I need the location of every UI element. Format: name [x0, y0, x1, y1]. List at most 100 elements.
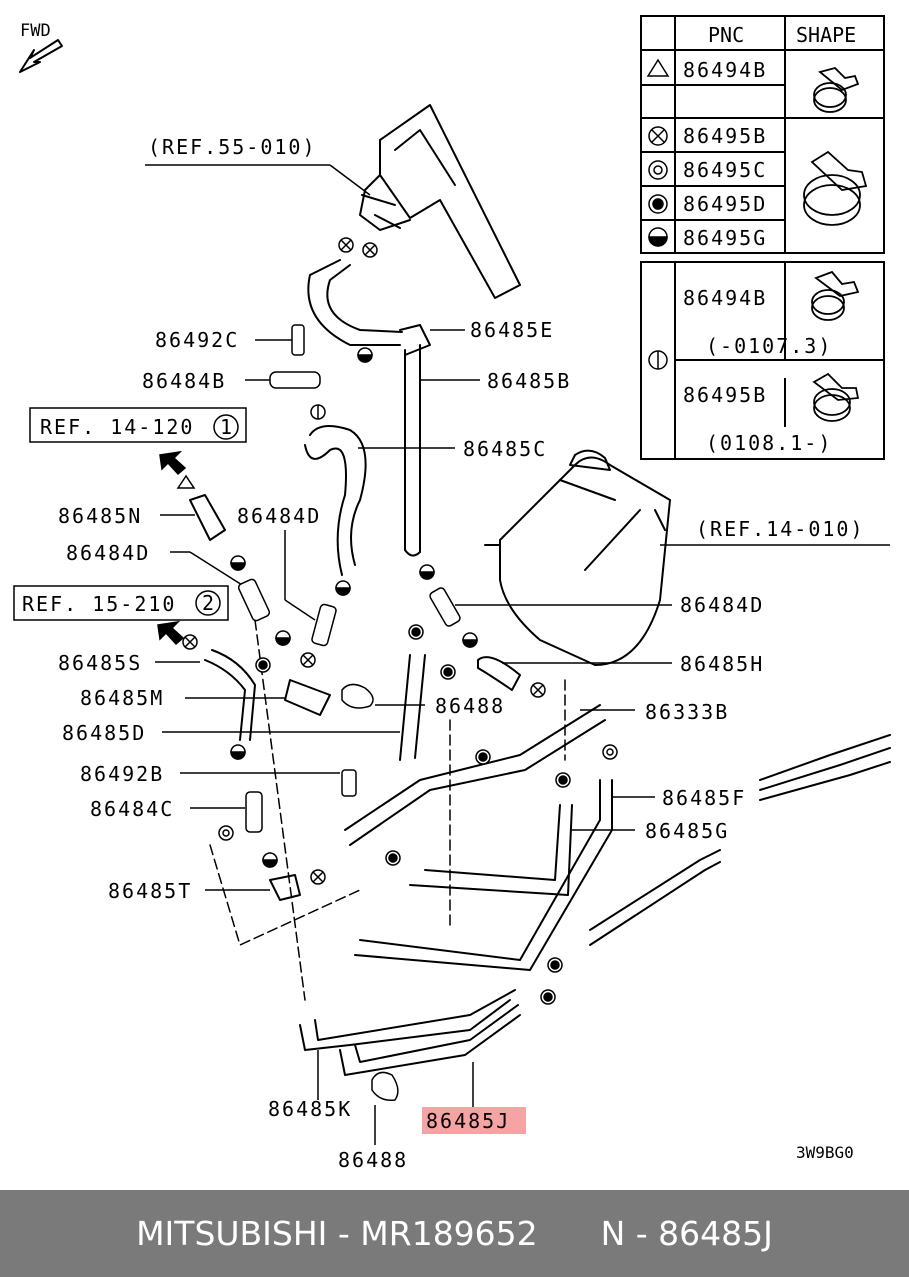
part-86488-upper[interactable]: 86488 — [435, 694, 505, 718]
cross-circle-icon — [648, 126, 668, 146]
part-86485S[interactable]: 86485S — [58, 651, 142, 675]
joint-86484D-left — [237, 578, 271, 622]
part-86485C[interactable]: 86485C — [463, 437, 547, 461]
hose-86485N — [189, 494, 226, 541]
ref-14-010[interactable]: (REF.14-010) — [696, 517, 865, 541]
diagram-code: 3W9BG0 — [796, 1143, 854, 1162]
arrow-up-left-icon — [157, 620, 185, 646]
arrow-up-left-icon — [159, 450, 187, 476]
clamp-cross-icon — [530, 682, 546, 698]
part-86485N[interactable]: 86485N — [58, 504, 142, 528]
hose-86485D — [399, 654, 426, 761]
coolant-reserve-tank — [484, 449, 671, 666]
hose-86485G — [409, 804, 573, 896]
ref-55-010[interactable]: (REF.55-010) — [148, 135, 317, 159]
clamp-dot-icon — [475, 749, 491, 765]
triangle-icon — [646, 58, 670, 77]
ref-15-210[interactable]: REF. 15-210 2 — [13, 585, 229, 621]
part-86492C[interactable]: 86492C — [155, 328, 239, 352]
fwd-label: FWD — [20, 21, 51, 41]
part-86333B[interactable]: 86333B — [645, 700, 729, 724]
clamp-dot-icon — [555, 772, 571, 788]
clamp-ring-icon — [218, 825, 234, 841]
part-86484C[interactable]: 86484C — [90, 797, 174, 821]
dot-circle-icon — [648, 194, 668, 214]
table-alt-top: 86494B — [683, 286, 767, 310]
part-86484D-left[interactable]: 86484D — [66, 541, 150, 565]
hose-86485T — [269, 874, 301, 901]
clamp-half-icon — [262, 852, 278, 868]
table-alt-bottom-range: (0108.1-) — [706, 431, 832, 455]
hose-86485B — [404, 344, 421, 557]
svg-text:1: 1 — [220, 415, 234, 439]
part-86485J-highlighted[interactable]: 86485J — [422, 1107, 526, 1134]
hose-86485K — [299, 989, 516, 1051]
clamp-half-icon — [230, 555, 246, 571]
clip-86488-upper — [341, 683, 374, 709]
part-86485G[interactable]: 86485G — [645, 819, 729, 843]
svg-text:86485J: 86485J — [426, 1109, 510, 1133]
clamp-dot-icon — [547, 957, 563, 973]
part-86485H[interactable]: 86485H — [680, 652, 764, 676]
bleeder-86492B — [341, 769, 357, 797]
svg-text:2: 2 — [202, 591, 216, 615]
svg-text:(REF.14-010): (REF.14-010) — [696, 517, 865, 541]
clamp-dot-icon — [255, 657, 271, 673]
part-86492B[interactable]: 86492B — [80, 762, 164, 786]
clamp-half-icon — [275, 630, 291, 646]
hose-86485M — [284, 679, 331, 716]
part-86485M[interactable]: 86485M — [80, 686, 164, 710]
split-circle-icon — [648, 350, 668, 370]
clamp-dot-icon — [385, 850, 401, 866]
hose-86485E — [307, 259, 431, 356]
part-86485T[interactable]: 86485T — [108, 879, 192, 903]
part-86485D[interactable]: 86485D — [62, 721, 146, 745]
joint-86484D-right — [429, 587, 461, 627]
svg-text:REF. 14-120: REF. 14-120 — [40, 415, 194, 439]
part-86484D-mid[interactable]: 86484D — [237, 504, 321, 528]
table-pnc-86495C: 86495C — [683, 158, 767, 182]
joint-86484B — [269, 371, 321, 389]
clamp-shape-86495-icon — [803, 150, 868, 226]
clamp-dot-icon — [408, 624, 424, 640]
part-86485B[interactable]: 86485B — [487, 369, 571, 393]
table-header-shape: SHAPE — [796, 23, 856, 47]
clamp-ring-icon — [602, 744, 618, 760]
clamp-half-icon — [357, 347, 373, 363]
hose-86485J — [339, 1004, 521, 1076]
ref-14-120[interactable]: REF. 14-120 1 — [29, 407, 247, 443]
hose-86485C — [304, 425, 367, 576]
fwd-arrow-icon — [19, 39, 63, 73]
ring-circle-icon — [648, 160, 668, 180]
part-86488-lower[interactable]: 86488 — [338, 1148, 408, 1172]
half-circle-icon — [648, 227, 668, 247]
svg-text:REF. 15-210: REF. 15-210 — [22, 592, 176, 616]
clip-86488-lower — [371, 1071, 399, 1102]
clamp-markers — [157, 237, 618, 1005]
joint-86484D-mid — [311, 603, 337, 647]
hose-86485H — [477, 656, 521, 691]
part-86485F[interactable]: 86485F — [662, 786, 746, 810]
guide-lines — [209, 619, 566, 1001]
leader-lines — [145, 164, 890, 1145]
table-pnc-86495B: 86495B — [683, 124, 767, 148]
clamp-dot-icon — [540, 989, 556, 1005]
part-86484D-right[interactable]: 86484D — [680, 593, 764, 617]
reservoir-tank — [359, 104, 521, 299]
bleeder-86492C — [291, 324, 305, 356]
part-86485K[interactable]: 86485K — [268, 1097, 352, 1121]
part-86485E[interactable]: 86485E — [470, 318, 554, 342]
part-86484B[interactable]: 86484B — [142, 369, 226, 393]
table-alt-top-range: (-0107.3) — [706, 334, 832, 358]
table-pnc-86494B: 86494B — [683, 58, 767, 82]
hose-86485S — [204, 649, 256, 741]
clamp-cross-icon — [310, 869, 326, 885]
clamp-cross-icon — [338, 237, 354, 253]
clamp-split-icon — [310, 404, 326, 420]
clamp-half-icon — [419, 564, 435, 580]
clamp-shape-86494B-alt-icon — [811, 270, 860, 321]
clamp-half-icon — [230, 744, 246, 760]
clamp-cross-icon — [362, 242, 378, 258]
clamp-dot-icon — [440, 664, 456, 680]
clamp-cross-icon — [300, 652, 316, 668]
